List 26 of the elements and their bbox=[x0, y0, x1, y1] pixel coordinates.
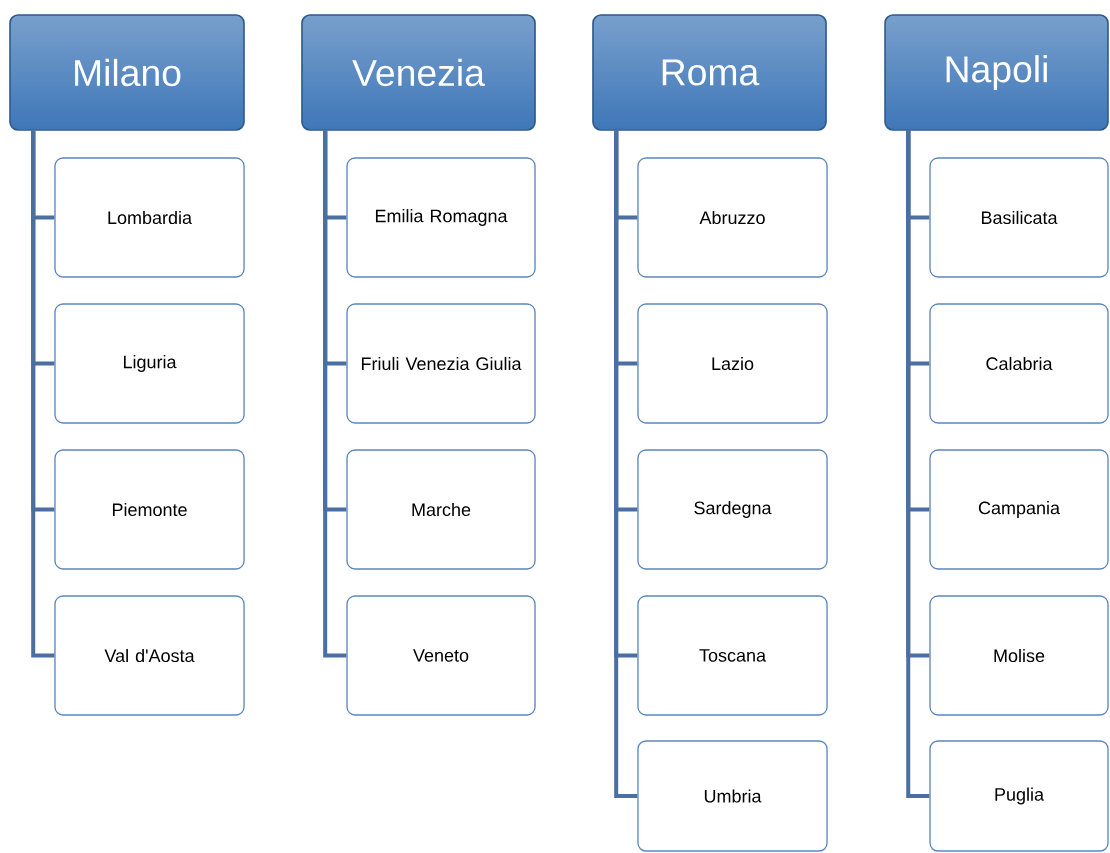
region-box: Val d'Aosta bbox=[54, 595, 245, 716]
connector-line bbox=[614, 130, 638, 798]
region-box: Liguria bbox=[54, 303, 245, 424]
region-box: Abruzzo bbox=[637, 157, 828, 278]
region-box: Puglia bbox=[929, 740, 1109, 852]
header-box: Venezia bbox=[301, 14, 536, 131]
region-box: Veneto bbox=[346, 595, 536, 716]
region-box: Toscana bbox=[637, 595, 828, 716]
connector-line bbox=[906, 130, 930, 798]
header-box: Napoli bbox=[884, 14, 1109, 131]
connector-line bbox=[323, 130, 347, 658]
region-box: Friuli Venezia Giulia bbox=[346, 303, 536, 424]
header-box: Milano bbox=[9, 14, 245, 131]
connector-line bbox=[31, 130, 55, 658]
region-box: Umbria bbox=[637, 740, 828, 852]
region-box: Basilicata bbox=[929, 157, 1109, 278]
header-box: Roma bbox=[592, 14, 827, 131]
region-box: Piemonte bbox=[54, 449, 245, 570]
region-box: Campania bbox=[929, 449, 1109, 570]
region-box: Molise bbox=[929, 595, 1109, 716]
region-box: Sardegna bbox=[637, 449, 828, 570]
region-box: Lombardia bbox=[54, 157, 245, 278]
region-box: Marche bbox=[346, 449, 536, 570]
region-box: Emilia Romagna bbox=[346, 157, 536, 278]
region-box: Calabria bbox=[929, 303, 1109, 424]
region-box: Lazio bbox=[637, 303, 828, 424]
